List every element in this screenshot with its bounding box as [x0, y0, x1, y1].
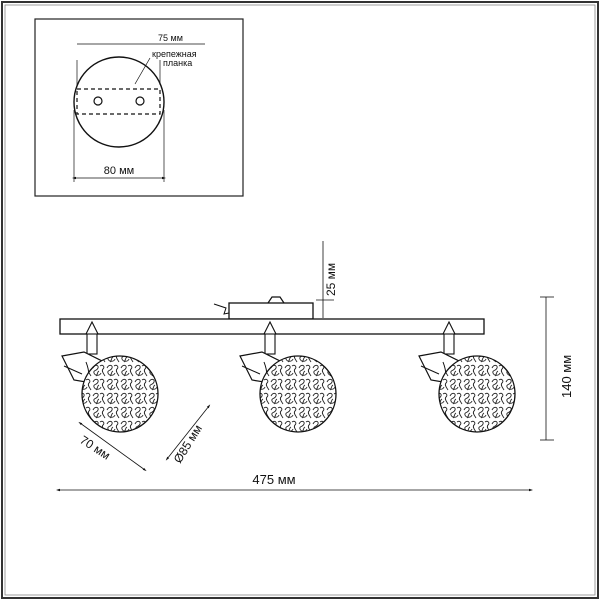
spot-stem: [443, 333, 455, 355]
canopy-height-label: 25 мм: [324, 263, 338, 296]
shade-diameter-dim: [165, 404, 211, 461]
spot-glass-shade: [438, 355, 516, 433]
spotlight-1: [61, 320, 159, 433]
spot-stem: [86, 333, 98, 355]
spotlight-3: [418, 320, 516, 433]
total-length-label: 475 мм: [252, 472, 295, 487]
bracket-label-1: крепежная: [152, 49, 197, 59]
canopy: [213, 296, 314, 320]
screw-hole-left: [93, 96, 103, 106]
screw-hole-right: [135, 96, 145, 106]
spot-holder-edge: [63, 365, 83, 375]
spot-glass-shade: [81, 355, 159, 433]
base-diameter-label: 80 мм: [104, 165, 134, 177]
inset-frame: [34, 18, 244, 197]
canopy-wire: [213, 303, 230, 315]
shade-diameter-label: Ø85 мм: [171, 422, 205, 465]
canopy-knob: [267, 296, 285, 304]
total-height-label: 140 мм: [559, 355, 574, 398]
spot-holder-edge: [241, 365, 261, 375]
canopy-base-circle: [73, 56, 165, 148]
bracket-label-2: планка: [163, 58, 192, 68]
spot-stem: [264, 333, 276, 355]
spot-glass-shade: [259, 355, 337, 433]
bracket-width-label: 75 мм: [158, 33, 183, 43]
spot-holder-edge: [420, 365, 440, 375]
outer-frame-inner: [4, 4, 596, 596]
canopy-body: [228, 302, 314, 320]
arm-length-dim: [78, 421, 147, 472]
mounting-inset: 75 мм крепежная планка 80 мм: [34, 18, 244, 197]
mounting-bracket: [76, 88, 161, 115]
spotlight-2: [239, 320, 337, 433]
arm-length-label: 70 мм: [77, 433, 112, 463]
spotlights: [61, 320, 516, 433]
bracket-leader: [134, 57, 151, 85]
